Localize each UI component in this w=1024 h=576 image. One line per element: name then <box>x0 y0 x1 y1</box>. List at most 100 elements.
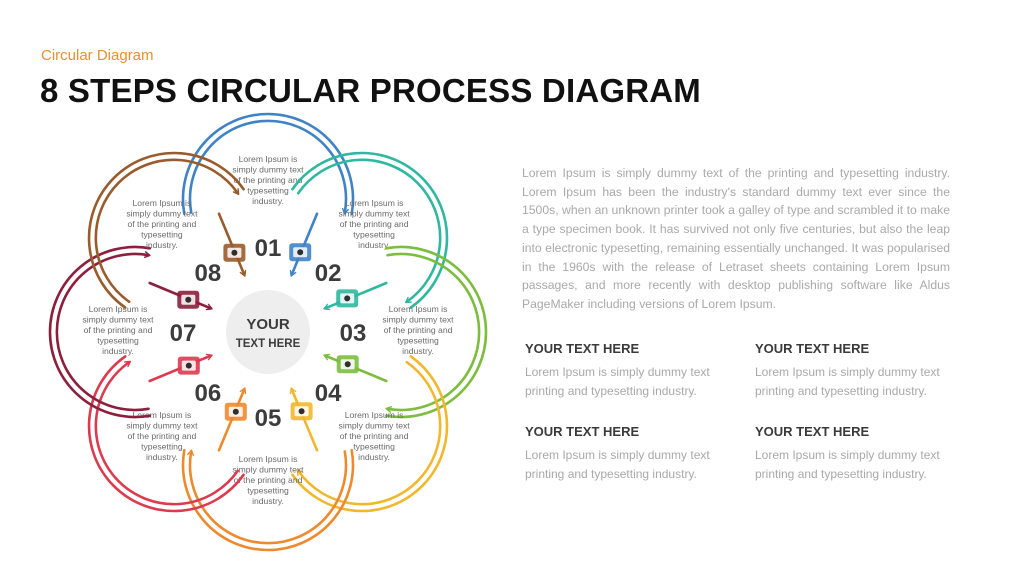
petal-arc <box>48 245 152 419</box>
petal-arc <box>94 360 240 506</box>
step-number: 01 <box>255 235 282 262</box>
petal-arc <box>87 151 245 309</box>
icon-dot <box>232 408 239 415</box>
step-text-line: Lorem Ipsum is <box>133 198 192 208</box>
petal-arc <box>181 112 355 216</box>
calendar-icon <box>177 290 200 309</box>
step-text-line: simply dummy text <box>232 465 304 475</box>
rocket-icon <box>290 402 313 421</box>
step-text-line: industry. <box>402 346 434 356</box>
icon-dot <box>298 408 305 415</box>
icon-dot <box>344 361 351 368</box>
page-title: 8 STEPS CIRCULAR PROCESS DIAGRAM <box>40 72 701 109</box>
icon-dot <box>231 249 238 256</box>
description-paragraph: Lorem Ipsum is simply dummy text of the … <box>522 166 950 311</box>
subtitle: Circular Diagram <box>41 47 154 64</box>
step-text-line: of the printing and <box>340 431 409 441</box>
step-number: 04 <box>315 380 342 407</box>
icon-dot <box>185 362 192 369</box>
briefcase-icon <box>223 243 246 262</box>
icon-dot <box>185 296 192 303</box>
step-text-line: industry. <box>146 452 178 462</box>
petal-arc <box>181 448 355 552</box>
petal-arc <box>291 151 449 309</box>
text-block-body: Lorem Ipsum is simply dummy text printin… <box>755 365 940 398</box>
step-text-line: of the printing and <box>234 175 303 185</box>
step-text-line: industry. <box>358 452 390 462</box>
step-text-line: industry. <box>252 496 284 506</box>
icon-dot <box>344 295 351 302</box>
step-text-line: of the printing and <box>234 475 303 485</box>
text-block-heading: YOUR TEXT HERE <box>525 341 640 356</box>
text-block-1: YOUR TEXT HERE Lorem Ipsum is simply dum… <box>525 341 735 400</box>
petal-arc <box>296 158 442 304</box>
step-number: 03 <box>340 320 367 347</box>
petal-arc <box>87 355 245 513</box>
step-text-line: industry. <box>252 196 284 206</box>
trophy-icon <box>336 355 359 374</box>
step-text-line: Lorem Ipsum is <box>133 410 192 420</box>
step-text-line: Lorem Ipsum is <box>389 304 448 314</box>
text-block-body: Lorem Ipsum is simply dummy text printin… <box>755 448 940 481</box>
step-text-line: Lorem Ipsum is <box>239 454 298 464</box>
target-icon <box>289 243 312 262</box>
step-text-line: industry. <box>146 240 178 250</box>
petal-arc <box>291 355 449 513</box>
petal-arc <box>94 158 240 304</box>
step-text-line: simply dummy text <box>382 315 454 325</box>
step-text-line: Lorem Ipsum is <box>345 198 404 208</box>
step-number: 02 <box>315 260 342 287</box>
text-block-4: YOUR TEXT HERE Lorem Ipsum is simply dum… <box>755 424 965 483</box>
center-circle <box>226 290 310 374</box>
text-block-heading: YOUR TEXT HERE <box>755 424 870 439</box>
step-text-line: of the printing and <box>127 431 196 441</box>
step-text-line: typesetting <box>353 442 395 452</box>
step-text-line: industry. <box>102 346 134 356</box>
step-text-line: Lorem Ipsum is <box>239 154 298 164</box>
text-block-2: YOUR TEXT HERE Lorem Ipsum is simply dum… <box>755 341 965 400</box>
step-text-line: of the printing and <box>127 219 196 229</box>
step-text-line: simply dummy text <box>232 165 304 175</box>
petal-arc <box>384 245 488 419</box>
step-text-line: typesetting <box>353 229 395 239</box>
step-text-line: typesetting <box>141 442 183 452</box>
step-text-line: of the printing and <box>84 325 153 335</box>
icon-dot <box>297 249 304 256</box>
buildings-icon <box>336 289 359 308</box>
step-text-line: simply dummy text <box>339 208 411 218</box>
step-number: 08 <box>195 260 222 287</box>
text-block-body: Lorem Ipsum is simply dummy text printin… <box>525 365 710 398</box>
petal-arc <box>188 119 349 215</box>
step-text-line: simply dummy text <box>82 315 154 325</box>
petal-arc <box>385 252 481 413</box>
step-text-line: typesetting <box>247 486 289 496</box>
step-number: 06 <box>195 380 222 407</box>
step-text-line: typesetting <box>141 229 183 239</box>
idea-laptop-icon <box>177 356 200 375</box>
step-text-line: Lorem Ipsum is <box>89 304 148 314</box>
step-text-line: simply dummy text <box>339 421 411 431</box>
text-block-heading: YOUR TEXT HERE <box>755 341 870 356</box>
step-text-line: Lorem Ipsum is <box>345 410 404 420</box>
step-text-line: of the printing and <box>340 219 409 229</box>
petal-arc <box>55 251 151 412</box>
text-block-heading: YOUR TEXT HERE <box>525 424 640 439</box>
step-text-line: industry. <box>358 240 390 250</box>
step-text-line: simply dummy text <box>126 208 198 218</box>
petal-arc <box>187 449 348 545</box>
step-number: 07 <box>170 320 197 347</box>
step-text-line: typesetting <box>397 336 439 346</box>
petal-arc <box>296 360 442 506</box>
center-label-line2: TEXT HERE <box>236 338 301 350</box>
step-text-line: typesetting <box>247 186 289 196</box>
step-text-line: of the printing and <box>384 325 453 335</box>
